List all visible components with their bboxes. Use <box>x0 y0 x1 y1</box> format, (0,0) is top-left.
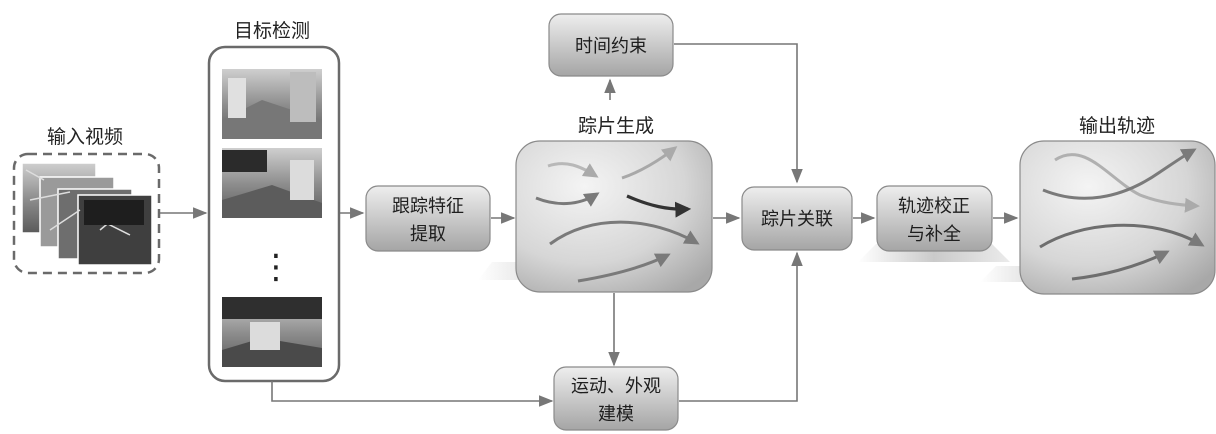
trajectory-correction-label-1: 轨迹校正 <box>898 196 970 217</box>
arrow-motion-to-association <box>679 251 803 402</box>
output-trajectories-label: 输出轨迹 <box>1079 115 1155 137</box>
tracklet-generation-box <box>515 140 713 293</box>
arrow-detection-to-motion <box>271 381 554 407</box>
feature-extraction-box <box>365 185 491 252</box>
detection-frame-3 <box>222 297 322 367</box>
input-video-stack <box>21 162 153 266</box>
tracklet-generation-label: 踪片生成 <box>578 115 654 137</box>
feature-extraction-label-2: 提取 <box>410 224 446 245</box>
input-video-label: 输入视频 <box>47 126 123 148</box>
time-constraint-box <box>548 13 674 77</box>
output-curves <box>1039 148 1205 281</box>
motion-appearance-label-2: 建模 <box>598 404 634 425</box>
feature-extraction-label-1: 跟踪特征 <box>392 196 464 217</box>
arrow-time-to-association <box>674 43 803 184</box>
detection-ellipsis: ⋮ <box>259 247 293 287</box>
detection-label: 目标检测 <box>234 20 310 42</box>
trajectory-correction-box <box>876 185 993 252</box>
tracklet-curves <box>535 146 700 283</box>
tracklet-association-box <box>741 186 853 251</box>
trajectory-correction-label-2: 与补全 <box>907 224 961 245</box>
motion-appearance-label-1: 运动、外观 <box>571 376 661 397</box>
motion-appearance-box <box>553 366 679 431</box>
tracklet-association-label: 踪片关联 <box>761 209 833 230</box>
detection-frame-2 <box>222 148 322 218</box>
time-constraint-label: 时间约束 <box>575 36 647 57</box>
input-video-frame <box>12 152 161 275</box>
detection-frame-1 <box>222 69 322 139</box>
